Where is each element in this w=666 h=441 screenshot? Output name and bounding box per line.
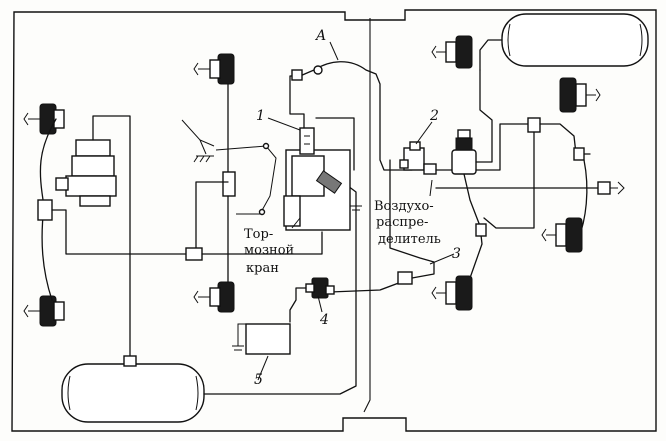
brake-valve-label-line1: Тор- [244, 227, 273, 242]
trailer-lower-pipe [483, 131, 535, 229]
brake-valve-right-pipe [315, 117, 355, 171]
brake-valve [283, 127, 351, 231]
brake-chamber-front-left [23, 103, 65, 135]
leader-3 [429, 253, 455, 265]
brake-valve-label-line3: кран [246, 261, 279, 276]
leader-4 [317, 295, 323, 313]
trailer-pipe-horizontal [435, 69, 493, 171]
trailer-chamber-rear-right [541, 217, 583, 253]
control-line-fitting [397, 271, 413, 285]
ground-symbol [350, 196, 362, 211]
lower-cross-pipe [201, 231, 323, 255]
middle-fitting [222, 171, 236, 197]
trailer-relay-valve [451, 129, 477, 175]
pressure-switch-wire [289, 287, 307, 323]
leader-2 [415, 121, 433, 145]
callout-4: 4 [319, 312, 329, 328]
check-valve-a [313, 65, 323, 75]
vehicle-frame-outline [11, 9, 657, 432]
fitting-top-left [291, 69, 303, 81]
leader-a [329, 41, 339, 61]
air-distributor [399, 141, 437, 175]
trailer-chamber-rear-left [431, 275, 473, 311]
distributor-label-line3: делитель [378, 232, 441, 247]
callout-a: A [314, 28, 326, 44]
brake-valve-top-pipe [289, 75, 305, 129]
trailer-tee-fitting [527, 117, 541, 133]
leader-distributor [429, 179, 433, 197]
trailer-right-fitting [573, 147, 585, 161]
trailer-air-reservoir [501, 13, 649, 67]
leader-5 [257, 355, 269, 381]
brake-valve-label-line2: мозной [244, 243, 294, 258]
trailer-reservoir-pipe [479, 39, 503, 71]
callout-1: 1 [256, 108, 265, 124]
brake-chamber-rear-left [23, 295, 65, 327]
trailer-chamber-front-left [431, 35, 473, 69]
brake-chamber-front-right [193, 53, 235, 85]
compressor [55, 115, 131, 361]
coupling-head [597, 181, 625, 195]
callout-2: 2 [429, 108, 439, 124]
left-tee-fitting [37, 199, 53, 221]
cross-pipe-upper [195, 181, 229, 255]
stop-lamp-unit [232, 323, 291, 355]
distributor-label-line2: распре- [376, 215, 428, 230]
pressure-switch [305, 277, 335, 299]
trailer-pipe-to-fitting [475, 123, 531, 171]
leader-brake-valve [291, 217, 301, 229]
trailer-chamber-front-right [559, 77, 601, 113]
callout-3: 3 [452, 246, 461, 262]
control-line-3 [329, 159, 435, 293]
distributor-label-line1: Воздухо- [374, 199, 434, 214]
brake-pedal-linkage [181, 119, 277, 216]
lower-left-fitting [185, 247, 203, 261]
leader-1 [267, 117, 301, 131]
vehicle-frame-divider [363, 18, 371, 413]
trailer-down-fitting [475, 223, 487, 237]
left-cross-pipe [51, 209, 187, 255]
tractor-air-reservoir [61, 355, 205, 423]
brake-chamber-rear-right [193, 281, 235, 313]
callout-5: 5 [254, 372, 263, 388]
